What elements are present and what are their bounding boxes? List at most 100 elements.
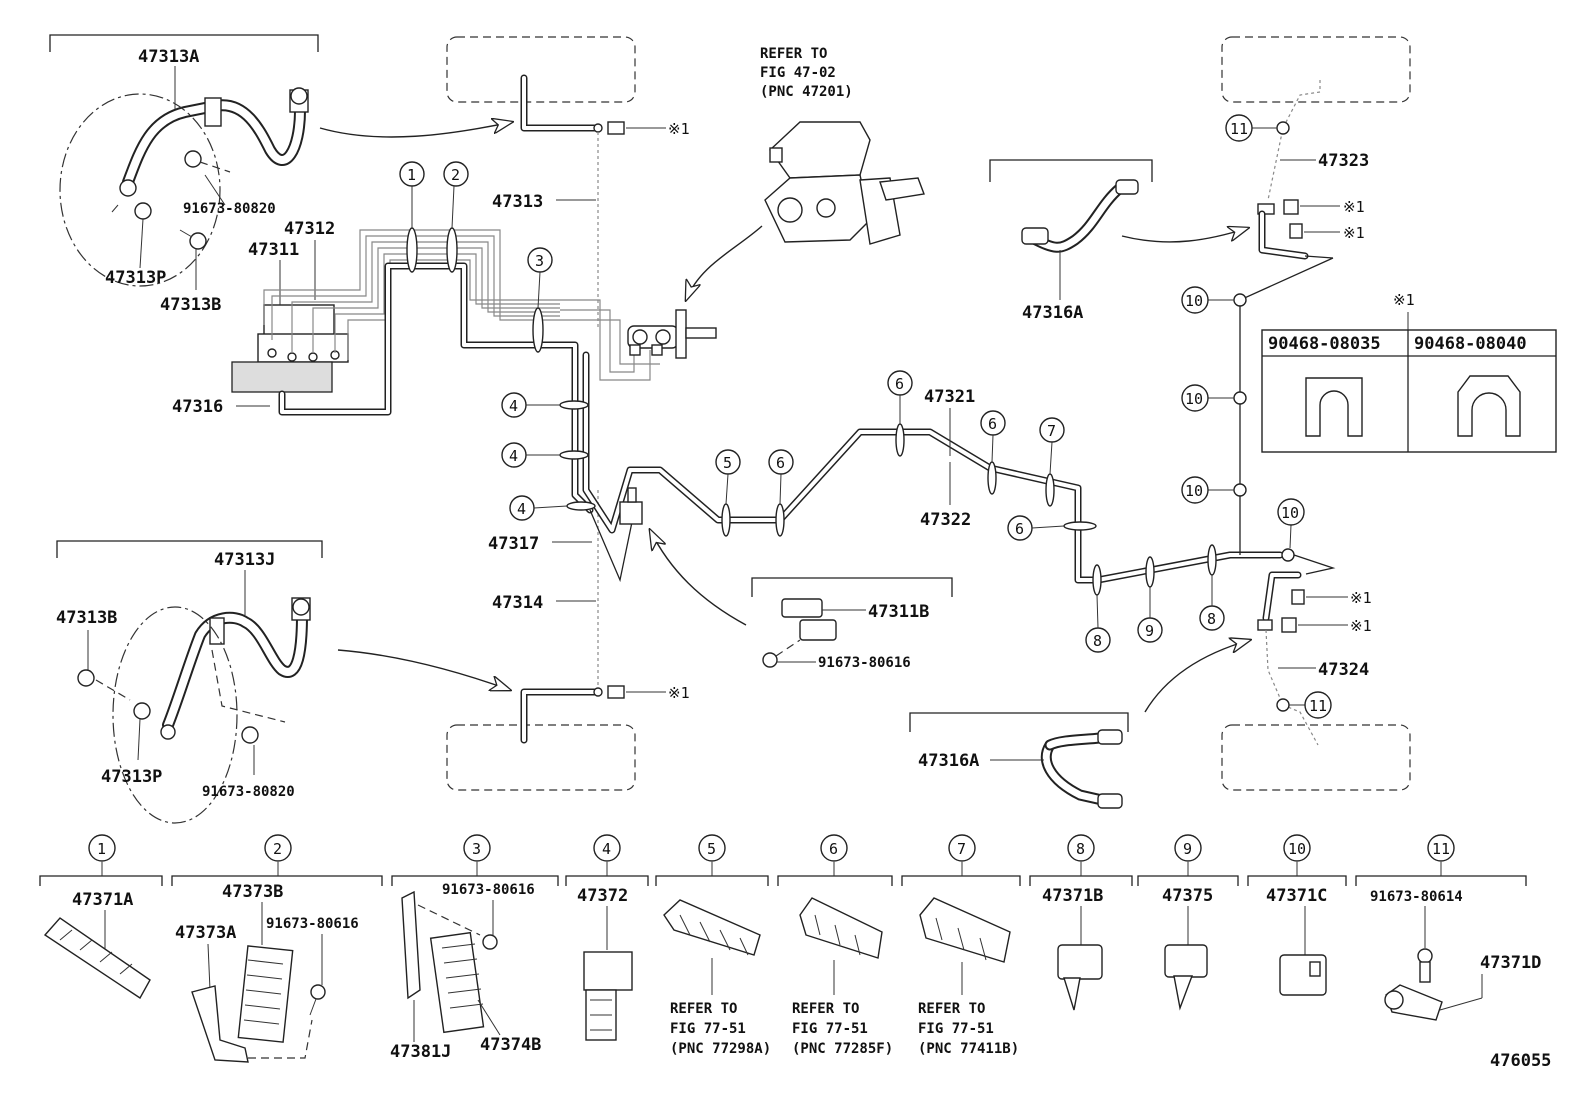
callout-10d[interactable]: 10 [1281, 504, 1299, 522]
mark-star1-b[interactable]: ※1 [668, 684, 690, 702]
legend-6-ref-1[interactable]: FIG 77-51 [792, 1021, 868, 1037]
legend-num-9[interactable]: 9 [1183, 840, 1192, 858]
label-47313A[interactable]: 47313A [138, 47, 199, 67]
label-47312[interactable]: 47312 [284, 219, 335, 239]
legend-5-ref-0[interactable]: REFER TO [670, 1001, 737, 1017]
label-47324[interactable]: 47324 [1318, 660, 1369, 680]
legend-7-ref-1[interactable]: FIG 77-51 [918, 1021, 994, 1037]
label-47313J[interactable]: 47313J [214, 550, 275, 570]
mark-star1-d[interactable]: ※1 [1343, 224, 1365, 242]
legend-2-part-1[interactable]: 47373A [175, 923, 236, 943]
label-47313[interactable]: 47313 [492, 192, 543, 212]
label-47317[interactable]: 47317 [488, 534, 539, 554]
callout-10b[interactable]: 10 [1185, 390, 1203, 408]
label-47322[interactable]: 47322 [920, 510, 971, 530]
ref-line2[interactable]: FIG 47-02 [760, 65, 836, 81]
group-47316A-top: 47316A [989, 159, 1248, 323]
legend-5-ref-1[interactable]: FIG 77-51 [670, 1021, 746, 1037]
legend-10-part-0[interactable]: 47371C [1266, 886, 1327, 906]
mark-star1-e[interactable]: ※1 [1350, 589, 1372, 607]
label-47314[interactable]: 47314 [492, 593, 543, 613]
callout-6a[interactable]: 6 [776, 454, 785, 472]
label-91673-80616-mid[interactable]: 91673-80616 [818, 655, 911, 671]
legend-num-10[interactable]: 10 [1288, 840, 1306, 858]
legend-5-ref-2[interactable]: (PNC 77298A) [670, 1041, 771, 1057]
label-47316A-bot[interactable]: 47316A [918, 751, 979, 771]
callout-8b[interactable]: 8 [1207, 610, 1216, 628]
label-47313B-top[interactable]: 47313B [160, 295, 221, 315]
clip-table-col1[interactable]: 90468-08035 [1268, 334, 1381, 354]
legend-4-part-0[interactable]: 47372 [577, 886, 628, 906]
legend-num-4[interactable]: 4 [602, 840, 611, 858]
legend-7-ref-2[interactable]: (PNC 77411B) [918, 1041, 1019, 1057]
mark-star1-a[interactable]: ※1 [668, 120, 690, 138]
legend-num-6[interactable]: 6 [829, 840, 838, 858]
legend-11-part-1[interactable]: 47371D [1480, 953, 1541, 973]
legend: 1 2 3 4 5 6 7 8 9 10 11 47371A 47373B 47… [39, 834, 1551, 1071]
legend-num-2[interactable]: 2 [273, 840, 282, 858]
legend-num-1[interactable]: 1 [97, 840, 106, 858]
label-47313P-top[interactable]: 47313P [105, 268, 166, 288]
callout-10c[interactable]: 10 [1185, 482, 1203, 500]
clip-table-marker[interactable]: ※1 [1393, 291, 1415, 309]
washer-47313P-top [134, 202, 152, 220]
callout-9a[interactable]: 9 [1145, 622, 1154, 640]
group-47311B: 47311B 91673-80616 [650, 530, 953, 671]
legend-6-ref-2[interactable]: (PNC 77285F) [792, 1041, 893, 1057]
callout-4a[interactable]: 4 [509, 397, 518, 415]
legend-num-7[interactable]: 7 [957, 840, 966, 858]
label-47316A-top[interactable]: 47316A [1022, 303, 1083, 323]
label-47323[interactable]: 47323 [1318, 151, 1369, 171]
label-91673-80820-top[interactable]: 91673-80820 [183, 201, 276, 217]
legend-2-part-2[interactable]: 91673-80616 [266, 916, 359, 932]
actuator-top [263, 304, 335, 336]
legend-9-part-0[interactable]: 47375 [1162, 886, 1213, 906]
legend-1-part-0[interactable]: 47371A [72, 890, 133, 910]
mark-star1-c[interactable]: ※1 [1343, 198, 1365, 216]
legend-11-part-0[interactable]: 91673-80614 [1370, 889, 1463, 905]
legend-2-part-0[interactable]: 47373B [222, 882, 283, 902]
label-47313P-bot[interactable]: 47313P [101, 767, 162, 787]
callout-11b[interactable]: 11 [1309, 697, 1327, 715]
label-47311[interactable]: 47311 [248, 240, 299, 260]
label-47311B[interactable]: 47311B [868, 602, 929, 622]
figure-id[interactable]: 476055 [1490, 1051, 1551, 1071]
callout-11a[interactable]: 11 [1230, 120, 1248, 138]
rear-axle-box [446, 724, 636, 791]
clip-table-col2[interactable]: 90468-08040 [1414, 334, 1527, 354]
legend-7-ref-0[interactable]: REFER TO [918, 1001, 985, 1017]
legend-3-part-1[interactable]: 47381J [390, 1042, 451, 1062]
legend-num-5[interactable]: 5 [707, 840, 716, 858]
clip-table: ※1 90468-08035 90468-08040 [1261, 291, 1557, 453]
label-47321[interactable]: 47321 [924, 387, 975, 407]
callout-2a[interactable]: 2 [451, 166, 460, 184]
callout-8a[interactable]: 8 [1093, 632, 1102, 650]
legend-6-ref-0[interactable]: REFER TO [792, 1001, 859, 1017]
actuator-bracket [231, 361, 333, 393]
legend-3-part-0[interactable]: 91673-80616 [442, 882, 535, 898]
label-91673-80820-bot[interactable]: 91673-80820 [202, 784, 295, 800]
clip-top-left [607, 121, 625, 135]
ref-line3[interactable]: (PNC 47201) [760, 84, 853, 100]
callout-3a[interactable]: 3 [535, 252, 544, 270]
label-47313B-bot[interactable]: 47313B [56, 608, 117, 628]
master-cylinder-ref: REFER TO FIG 47-02 (PNC 47201) [686, 46, 925, 300]
callout-4c[interactable]: 4 [517, 500, 526, 518]
legend-8-part-0[interactable]: 47371B [1042, 886, 1103, 906]
callout-5a[interactable]: 5 [723, 454, 732, 472]
mark-star1-f[interactable]: ※1 [1350, 617, 1372, 635]
callout-6c[interactable]: 6 [988, 415, 997, 433]
legend-num-3[interactable]: 3 [472, 840, 481, 858]
legend-num-8[interactable]: 8 [1076, 840, 1085, 858]
callout-1a[interactable]: 1 [407, 166, 416, 184]
legend-num-11[interactable]: 11 [1432, 840, 1450, 858]
legend-3-part-2[interactable]: 47374B [480, 1035, 541, 1055]
callout-6b[interactable]: 6 [895, 375, 904, 393]
group-actuator: 47312 47311 47316 [172, 219, 349, 417]
callout-4b[interactable]: 4 [509, 447, 518, 465]
ref-line1[interactable]: REFER TO [760, 46, 827, 62]
callout-10a[interactable]: 10 [1185, 292, 1203, 310]
label-47316[interactable]: 47316 [172, 397, 223, 417]
callout-7a[interactable]: 7 [1047, 422, 1056, 440]
callout-6d[interactable]: 6 [1015, 520, 1024, 538]
